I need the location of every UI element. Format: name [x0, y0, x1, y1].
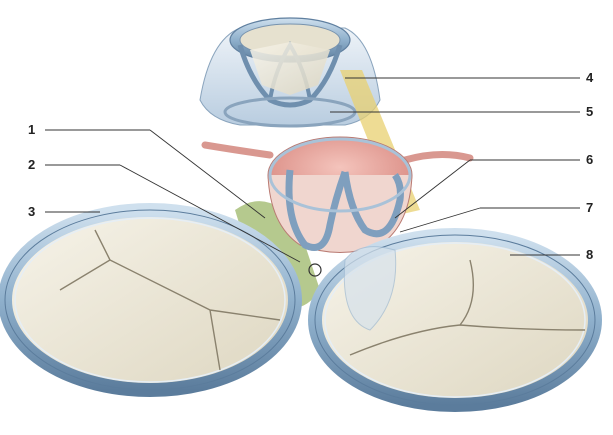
- label-4: 4: [586, 70, 594, 85]
- label-5: 5: [586, 104, 593, 119]
- label-6: 6: [586, 152, 593, 167]
- tricuspid-valve: [5, 210, 295, 390]
- label-8: 8: [586, 247, 593, 262]
- label-2: 2: [28, 157, 35, 172]
- label-7: 7: [586, 200, 593, 215]
- mitral-valve: [315, 235, 595, 405]
- label-3: 3: [28, 204, 35, 219]
- label-1: 1: [28, 122, 35, 137]
